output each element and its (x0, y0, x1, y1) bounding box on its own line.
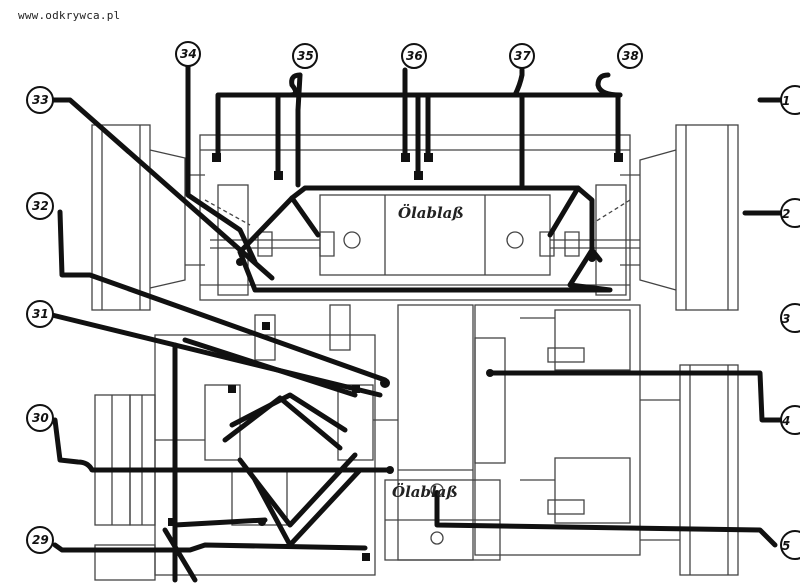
callouts-left (26, 86, 54, 554)
callout-5: 5 (782, 539, 790, 553)
callout-34: 34 (180, 47, 197, 61)
callout-4: 4 (781, 414, 790, 428)
callout-2: 2 (782, 207, 790, 221)
machine-outline (91, 124, 739, 581)
callouts-top (175, 41, 643, 69)
source-watermark: www.odkrywca.pl (18, 9, 121, 22)
grease-fittings (168, 153, 623, 561)
callout-1: 1 (782, 94, 790, 108)
callout-29: 29 (32, 533, 49, 547)
callout-32: 32 (32, 199, 49, 213)
oil-drain-label-lower: Ölablaß (392, 482, 458, 501)
callout-37: 37 (514, 49, 531, 63)
callout-36: 36 (406, 49, 423, 63)
callout-30: 30 (32, 411, 49, 425)
callout-33: 33 (32, 93, 49, 107)
oil-drain-label-upper: Ölablaß (398, 203, 464, 222)
callout-38: 38 (622, 49, 639, 63)
callout-3: 3 (782, 312, 790, 326)
callout-35: 35 (297, 49, 314, 63)
callouts-right (780, 85, 800, 560)
callout-31: 31 (32, 307, 49, 321)
leader-lines (39, 59, 783, 583)
